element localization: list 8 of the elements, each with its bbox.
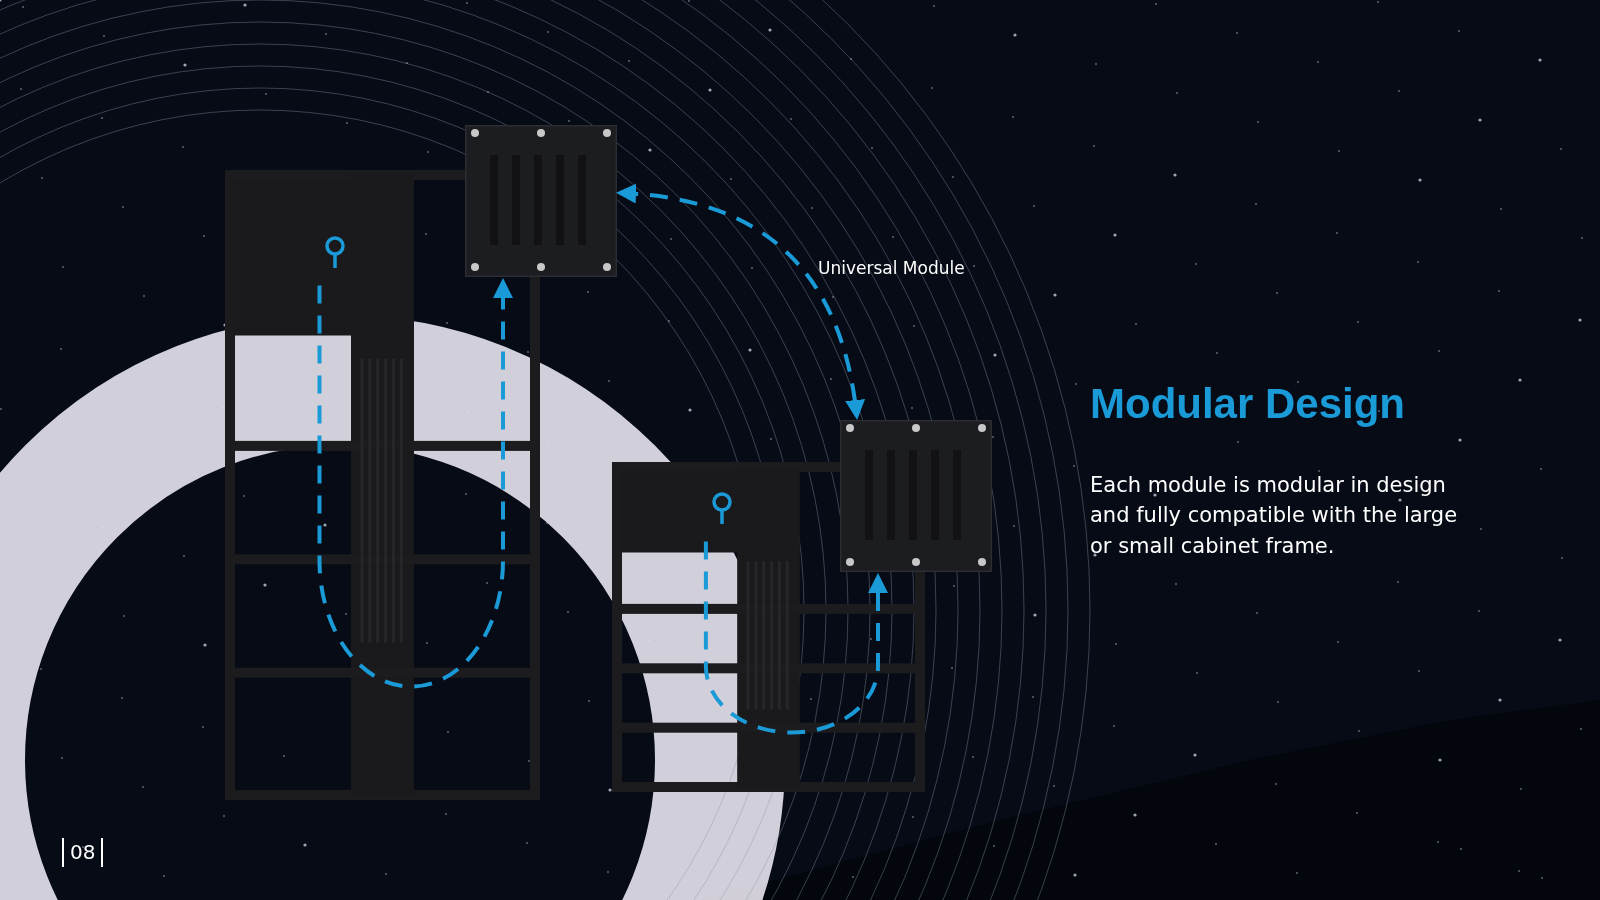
arrow [703, 541, 888, 735]
page-number: 08 [62, 838, 104, 867]
led-module-drawing [465, 125, 617, 277]
led-module-drawing [840, 420, 992, 572]
description-text: Each module is modular in design and fully compatible with the large or small cabinet frame. [1090, 472, 1459, 560]
edge-label: Universal Module [818, 258, 965, 278]
arrow [317, 278, 513, 689]
heading: Modular Design [1090, 380, 1406, 428]
